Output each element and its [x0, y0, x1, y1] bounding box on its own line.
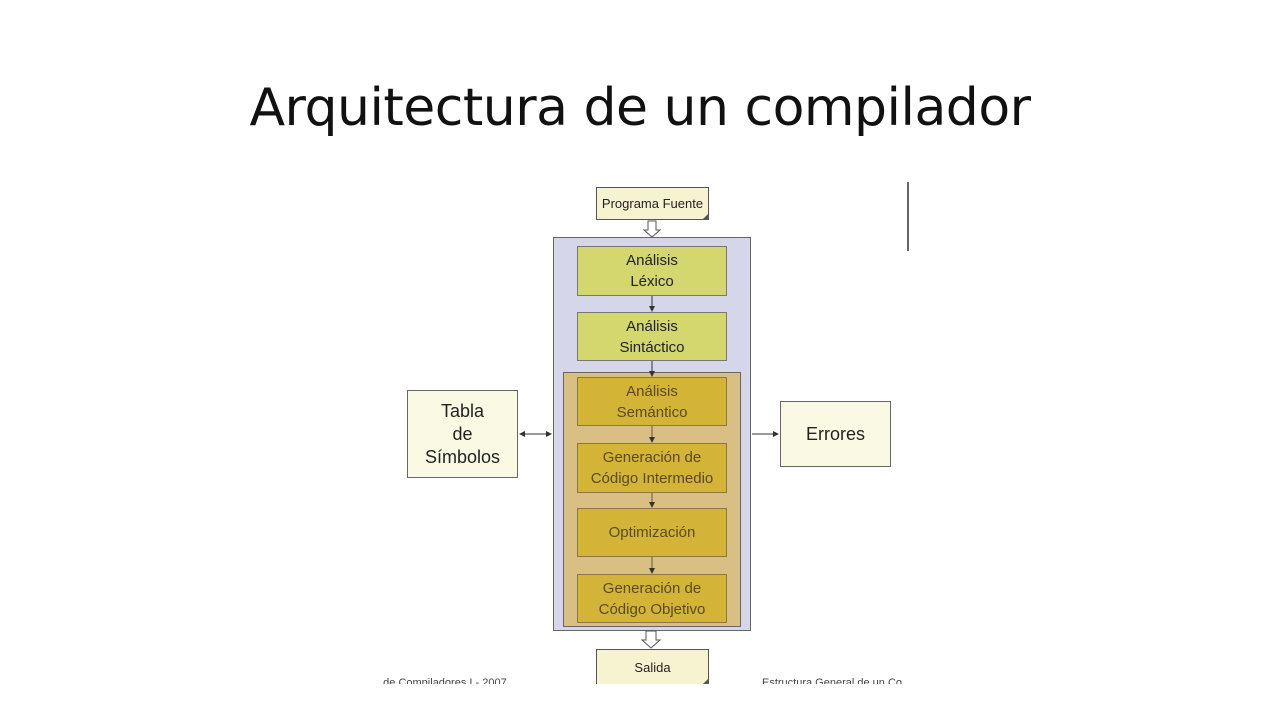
footnote-left: ...de Compiladores I - 2007 [374, 677, 507, 684]
lexical-analysis-box: Análisis Léxico [577, 246, 727, 296]
errors-box: Errores [780, 401, 891, 467]
symbol-table-box: Tabla de Símbolos [407, 390, 518, 478]
semantic-analysis-box: Análisis Semántico [577, 377, 727, 426]
footnote-right: Estructura General de un Co... [762, 677, 912, 684]
output-arrow [640, 630, 662, 649]
optimization-box: Optimización [577, 508, 727, 557]
object-code-box: Generación de Código Objetivo [577, 574, 727, 623]
slide-title: Arquitectura de un compilador [249, 78, 1031, 138]
input-arrow [642, 220, 662, 238]
source-program-box: Programa Fuente [596, 187, 709, 220]
intermediate-code-box: Generación de Código Intermedio [577, 443, 727, 493]
syntax-analysis-box: Análisis Sintáctico [577, 312, 727, 361]
